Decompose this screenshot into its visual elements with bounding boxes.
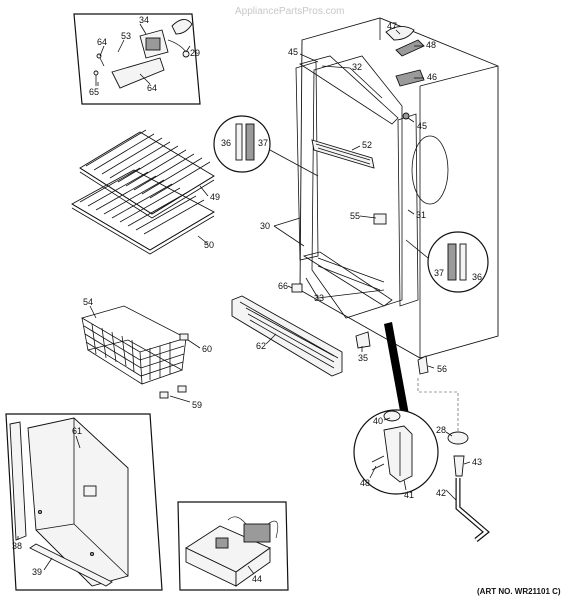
callout-64-bottom: 64 [147,83,157,93]
callout-41: 41 [404,490,414,500]
callout-56: 56 [437,364,447,374]
callout-49: 49 [210,192,220,202]
callout-45-right: 45 [417,121,427,131]
callout-39: 39 [32,567,42,577]
callout-48-bottom: 48 [360,478,370,488]
freezer-cabinet [295,17,499,359]
leader-lines [17,23,471,575]
thermostat-inset [73,13,201,105]
wire-shelf-50 [71,167,215,255]
watermark-text: AppliancePartsPros.com [235,6,345,17]
callout-29: 29 [190,48,200,58]
callout-34: 34 [139,15,149,25]
detail-arrow [384,322,410,422]
callout-32: 32 [352,62,362,72]
part-66 [291,283,303,293]
drain-cap-28 [447,431,469,445]
callout-35: 35 [358,353,368,363]
callout-28: 28 [436,425,446,435]
callout-31: 31 [416,210,426,220]
callout-43: 43 [472,457,482,467]
drain-tube-42 [455,478,490,542]
wire-basket-54 [80,305,188,385]
callout-65: 65 [89,87,99,97]
callout-60: 60 [202,344,212,354]
control-box-inset [177,501,289,591]
callout-53: 53 [121,31,131,41]
callout-42: 42 [436,488,446,498]
callout-55: 55 [350,211,360,221]
callout-44: 44 [252,574,262,584]
seal-detail-right [405,231,489,293]
callout-62: 62 [256,341,266,351]
callout-66: 66 [278,281,288,291]
callout-numbers: 34 53 64 29 65 64 47 48 45 32 46 45 36 3… [12,15,482,584]
callout-37-right: 37 [434,268,444,278]
callout-36-right: 36 [472,272,482,282]
callout-33: 33 [314,293,324,303]
callout-59: 59 [192,400,202,410]
callout-40: 40 [373,416,383,426]
basket-clip-60 [179,333,189,341]
hinge-detail [353,409,439,495]
callout-50: 50 [204,240,214,250]
basket-clip-59b [177,385,187,393]
callout-64-top: 64 [97,37,107,47]
kick-plate-62 [231,295,343,377]
callout-37-left: 37 [258,138,268,148]
callout-61: 61 [72,426,82,436]
art-number: (ART NO. WR21101 C) [477,587,561,596]
callout-30: 30 [260,221,270,231]
screw-56 [417,355,429,375]
callout-47: 47 [387,21,397,31]
callout-38: 38 [12,541,22,551]
callout-46: 46 [427,72,437,82]
part-35 [355,331,371,349]
callout-52: 52 [362,140,372,150]
seal-detail-left [213,115,319,177]
callout-45-left: 45 [288,47,298,57]
callout-48-top: 48 [426,40,436,50]
callout-54: 54 [83,297,93,307]
basket-clip-59a [159,391,169,399]
back-panel-inset [5,413,163,591]
wire-shelf-49 [79,129,215,219]
callout-36-left: 36 [221,138,231,148]
drain-fitting-43 [453,455,465,477]
